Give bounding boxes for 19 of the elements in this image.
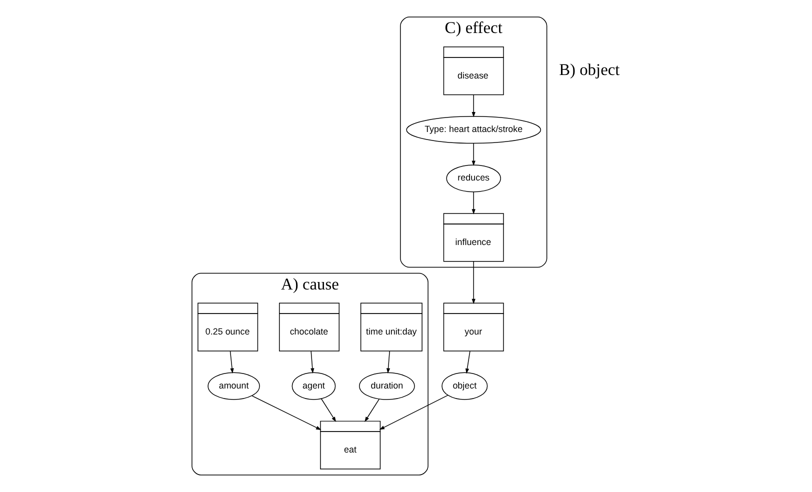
arrow [379,394,448,430]
arrow [472,143,476,166]
node-ellipse: Type: heart attack/stroke [406,116,542,144]
arrow [364,398,380,422]
arrow [230,350,234,374]
node-ellipse: reduces [446,164,501,192]
arrow [310,350,314,374]
label: B) object [559,60,620,79]
arrow [386,350,390,374]
node-ellipse: object [442,372,488,400]
node-ellipse: amount [208,372,260,400]
arrow [465,350,470,374]
arrow [472,192,476,214]
arrow [252,395,322,430]
arrow [472,260,476,304]
node-ellipse: agent [292,372,336,400]
arrow [320,398,336,422]
node-ellipse: duration [359,372,415,400]
arrow [472,94,476,118]
